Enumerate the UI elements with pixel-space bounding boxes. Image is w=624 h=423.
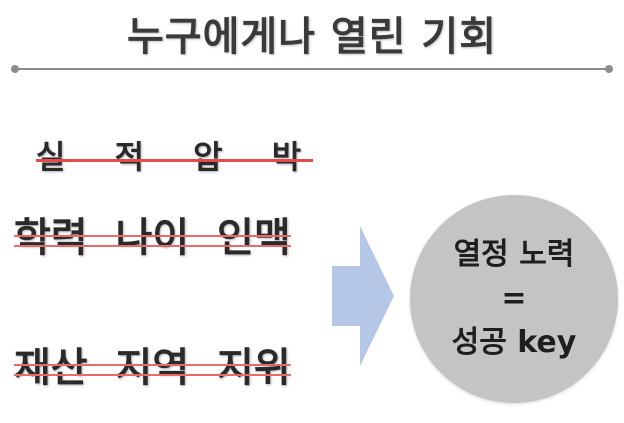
crossed-out-background: 학력 나이 인맥: [14, 208, 291, 268]
crossed-out-text: 재산 지역 지위: [14, 345, 291, 391]
result-line-3: 성공 key: [451, 325, 577, 360]
strikethrough-line: [14, 374, 291, 376]
strikethrough-line: [14, 235, 291, 237]
crossed-out-pressure: 실 적 압 박: [36, 135, 314, 179]
strikethrough-line: [14, 245, 291, 247]
crossed-out-status: 재산 지역 지위: [14, 338, 291, 398]
strikethrough-line: [14, 364, 291, 366]
result-line-1: 열정 노력: [453, 237, 575, 272]
right-arrow-icon: [332, 226, 394, 366]
title-divider: [11, 65, 613, 73]
result-circle: 열정 노력 = 성공 key: [410, 195, 618, 403]
result-line-2: =: [501, 281, 527, 316]
slide-title: 누구에게나 열린 기회: [126, 14, 498, 60]
strikethrough-line: [36, 159, 314, 162]
crossed-out-text: 학력 나이 인맥: [14, 215, 291, 261]
crossed-out-text: 실 적 압 박: [36, 138, 314, 176]
